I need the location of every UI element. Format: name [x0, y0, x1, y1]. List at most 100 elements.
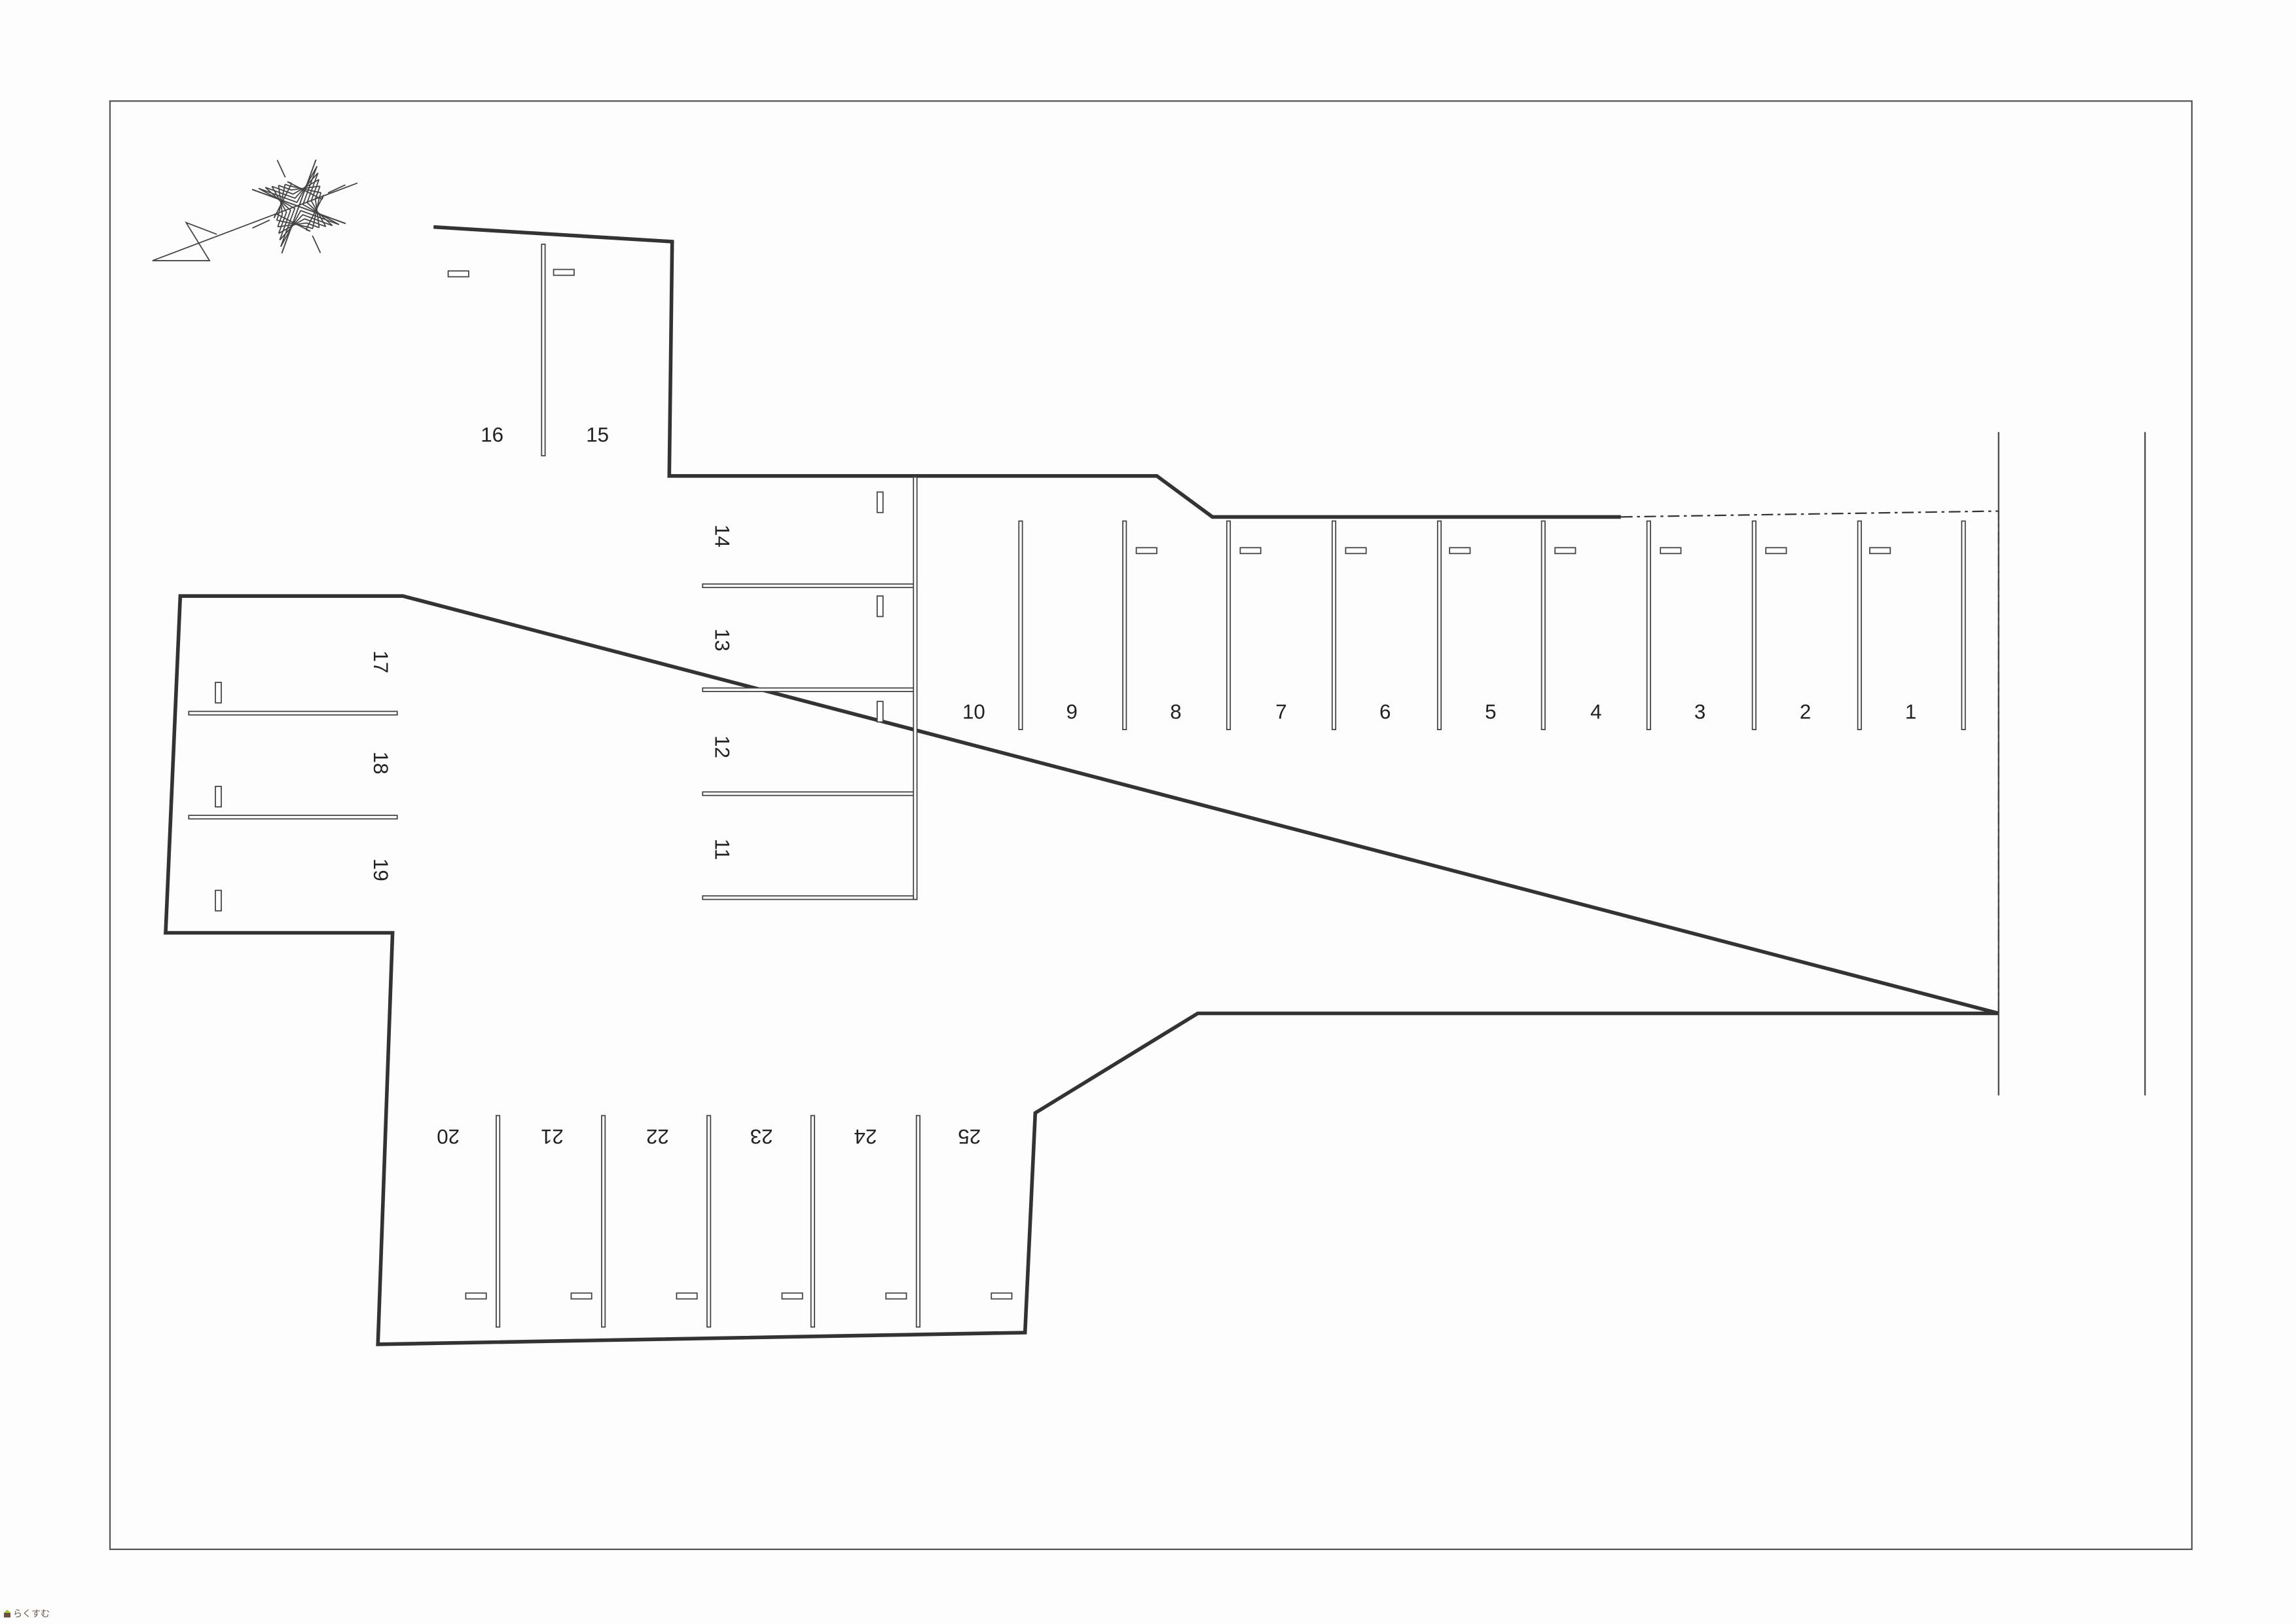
compass-ray	[285, 183, 321, 194]
stall-divider	[541, 244, 546, 456]
stall-number: 7	[1275, 700, 1286, 723]
stall-divider	[1122, 520, 1127, 730]
stall-number: 10	[962, 700, 985, 723]
stall-number: 15	[586, 424, 609, 447]
stall-divider	[913, 476, 918, 900]
compass-ray	[302, 166, 340, 225]
stall-number: 23	[750, 1125, 773, 1148]
stall-divider	[188, 815, 398, 820]
stall-number: 6	[1379, 700, 1391, 723]
compass-ray	[298, 159, 346, 225]
stall-divider	[188, 710, 398, 716]
wheel-stop	[676, 1292, 698, 1300]
compass-tick	[327, 184, 346, 194]
wheel-stop	[1660, 547, 1682, 555]
stall-number: 20	[437, 1125, 460, 1148]
logo-text: らくすむ	[13, 1609, 50, 1619]
stall-divider	[496, 1115, 501, 1328]
stall-divider	[810, 1115, 815, 1328]
wheel-stop	[781, 1292, 803, 1300]
stall-number: 13	[710, 629, 733, 652]
stall-number: 17	[369, 650, 392, 673]
wheel-stop	[1449, 547, 1471, 555]
house-icon	[4, 1610, 10, 1617]
stall-number: 14	[710, 525, 733, 547]
stall-divider	[915, 1115, 920, 1328]
stall-divider	[1961, 520, 1966, 730]
stall-divider	[702, 791, 918, 796]
drawing-frame	[109, 100, 2193, 1551]
stall-divider	[1436, 520, 1442, 730]
stall-divider	[1331, 520, 1337, 730]
stall-number: 2	[1800, 700, 1811, 723]
compass-tick	[312, 235, 321, 253]
stall-divider	[1646, 520, 1651, 730]
wheel-stop	[1765, 547, 1787, 555]
stall-number: 11	[710, 839, 733, 860]
compass-ray	[264, 187, 291, 240]
wheel-stop	[876, 595, 884, 618]
stall-number: 8	[1170, 700, 1181, 723]
stall-divider	[702, 687, 918, 692]
stall-number: 9	[1066, 700, 1078, 723]
stall-number: 1	[1905, 700, 1916, 723]
stall-divider	[702, 895, 918, 900]
compass-tick	[276, 159, 286, 178]
site-boundary	[164, 225, 1999, 1346]
stall-number: 24	[854, 1125, 877, 1148]
compass-ray	[305, 194, 325, 231]
stall-divider	[1857, 520, 1862, 730]
stall-number: 21	[541, 1125, 564, 1148]
compass-ray	[276, 219, 313, 229]
stall-number: 5	[1485, 700, 1496, 723]
compass-ray	[279, 213, 333, 241]
stall-divider	[706, 1115, 712, 1328]
boundary-dashdot	[1620, 510, 1999, 1014]
compass-ray	[277, 185, 283, 227]
stall-number: 19	[369, 858, 392, 881]
stall-divider	[1540, 520, 1546, 730]
wheel-stop	[885, 1292, 907, 1300]
wheel-stop	[1239, 547, 1262, 555]
wheel-stop	[570, 1292, 592, 1300]
stall-number: 4	[1590, 700, 1601, 723]
logo: らくすむ	[4, 1607, 50, 1620]
compass-ray	[258, 166, 318, 204]
stall-divider	[1018, 520, 1023, 730]
compass-ray	[264, 172, 319, 199]
compass-ray	[276, 184, 286, 221]
stall-divider	[702, 583, 918, 589]
compass-ray	[278, 185, 320, 191]
wheel-stop	[553, 268, 575, 276]
compass-tick	[252, 219, 270, 229]
wheel-stop	[1135, 547, 1157, 555]
compass-ray	[310, 179, 327, 227]
stall-number: 16	[481, 424, 503, 447]
compass-ray	[312, 193, 322, 229]
compass-ray	[278, 222, 319, 229]
wheel-stop	[447, 270, 469, 278]
stall-number: 18	[369, 752, 392, 775]
compass-ray	[306, 172, 333, 227]
compass-ray	[258, 187, 296, 247]
wheel-stop	[215, 785, 222, 808]
wheel-stop	[991, 1292, 1013, 1300]
wheel-stop	[1554, 547, 1576, 555]
stall-number: 25	[958, 1125, 981, 1148]
stall-divider	[601, 1115, 606, 1328]
stall-number: 22	[646, 1125, 669, 1148]
compass-ray	[314, 185, 321, 228]
wheel-stop	[215, 682, 222, 704]
wheel-stop	[215, 889, 222, 912]
stall-divider	[1226, 520, 1231, 730]
wheel-stop	[876, 701, 884, 723]
wheel-stop	[1869, 547, 1891, 555]
wheel-stop	[1345, 547, 1367, 555]
wheel-stop	[876, 491, 884, 513]
stall-number: 3	[1694, 700, 1705, 723]
stall-number: 12	[710, 735, 733, 758]
stall-divider	[1751, 520, 1757, 730]
compass-icon	[152, 159, 358, 261]
